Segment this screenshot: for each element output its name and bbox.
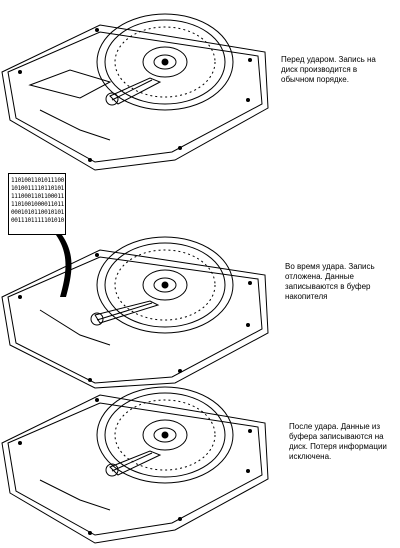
panel-during-impact: Во время удара. Запись отложена. Данные … [0,175,400,390]
buffer-line: 1101001000011011 [11,201,64,208]
caption-after-impact: После удара. Данные из буфера записывают… [289,422,387,461]
buffer-line: 1110001101100011 [11,193,64,200]
buffer-line: 1101001101011100 [11,177,64,184]
panel-before-impact: Перед ударом. Запись на диск производитс… [0,0,400,175]
hard-drive-illustration-1 [1,13,269,171]
buffer-line: 0011101111101010 [11,217,64,224]
buffer-line: 1010011110110101 [11,185,64,192]
buffer-line: 0001010110010101 [11,209,64,216]
hard-drive-illustration-2 [1,235,269,389]
caption-before-impact: Перед ударом. Запись на диск производитс… [281,55,376,84]
hard-drive-illustration-3 [1,386,269,544]
panel-after-impact: После удара. Данные из буфера записывают… [0,375,400,548]
buffer-data-box: 1101001101011100 1010011110110101 111000… [8,173,66,235]
caption-during-impact: Во время удара. Запись отложена. Данные … [285,262,375,301]
